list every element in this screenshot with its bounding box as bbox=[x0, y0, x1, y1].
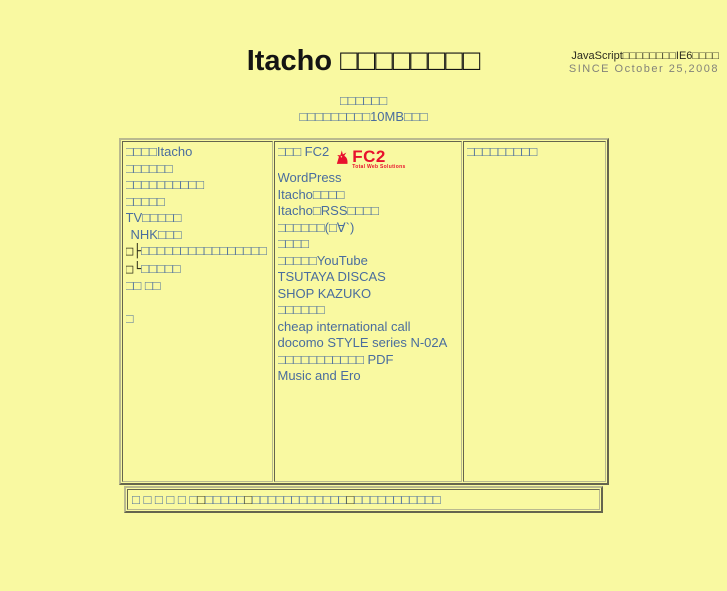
fc2-logo-tagline: Total Web Solutions bbox=[352, 164, 406, 171]
left-nav-link-9[interactable]: □□ □□ bbox=[125, 278, 161, 293]
left-nav-link-1[interactable]: □□□□Itacho bbox=[125, 144, 193, 159]
middle-nav-link-13[interactable]: □□□□□□□□□□□ PDF bbox=[277, 351, 394, 367]
right-bottom-link[interactable]: □□□□□□□□□ bbox=[466, 144, 538, 159]
middle-nav-link-8[interactable]: TSUTAYA DISCAS bbox=[277, 269, 386, 285]
middle-nav-link-3[interactable]: Itacho□□□□ bbox=[277, 186, 345, 202]
header-link-2[interactable]: □□□□□□□□□10MB□□□ bbox=[299, 109, 428, 124]
javascript-notice: JavaScript□□□□□□□□IE6□□□□ bbox=[571, 50, 719, 62]
left-nav-link-8[interactable]: □□□□□ bbox=[141, 260, 181, 276]
footer-links-cell: □ □ □ □ □ □□□□□□□□□□□□□□□□□□□□□□□□□□□□□□… bbox=[127, 489, 600, 510]
middle-nav-link-6[interactable]: □□□□ bbox=[277, 236, 309, 252]
spacer-line bbox=[126, 295, 269, 312]
middle-nav-link-7[interactable]: □□□□□YouTube bbox=[277, 252, 368, 268]
left-nav-link-4[interactable]: □□□□□ bbox=[125, 193, 165, 209]
middle-nav-link-2[interactable]: WordPress bbox=[277, 170, 342, 186]
fc2-logo-text: FC2 bbox=[352, 147, 386, 167]
left-nav-link-7[interactable]: □□□□□□□□□□□□□□□□ bbox=[141, 243, 267, 258]
footer-separator: □ bbox=[197, 492, 206, 507]
header-links: □□□□□□ □□□□□□□□□10MB□□□ bbox=[0, 93, 727, 125]
left-nav-link-5[interactable]: TV□□□□□ bbox=[125, 210, 182, 225]
fc2-unicorn-icon bbox=[337, 150, 348, 164]
left-nav-link-6[interactable]: NHK□□□ bbox=[130, 226, 182, 242]
footer-link-2[interactable]: □□□□□ bbox=[205, 492, 245, 507]
middle-nav-link-10[interactable]: □□□□□□ bbox=[277, 302, 325, 318]
middle-nav-link-1[interactable]: □□□ FC2 bbox=[277, 144, 330, 159]
middle-nav-link-14[interactable]: Music and Ero bbox=[277, 368, 361, 384]
tree-branch-end-icon: □└ bbox=[125, 261, 142, 277]
page-title: Itacho □□□□□□□□ bbox=[246, 45, 481, 77]
left-nav-cell: □□□□Itacho □□□□□□ □□□□□□□□□□ □□□□□ TV□□□… bbox=[121, 141, 273, 482]
middle-nav-link-4[interactable]: Itacho□RSS□□□□ bbox=[277, 203, 379, 219]
left-nav-link-10[interactable]: □ bbox=[125, 311, 134, 326]
right-cell: □□□□□□□□□ bbox=[462, 141, 606, 482]
header-link-1[interactable]: □□□□□□ bbox=[339, 93, 388, 108]
footer-link-1[interactable]: □ □ □ □ □ □ bbox=[132, 492, 198, 507]
footer-link-3[interactable]: □□□□□□□□□□□□ bbox=[252, 492, 347, 507]
tree-branch-icon: □├ bbox=[125, 244, 142, 259]
top-notice-block: JavaScript□□□□□□□□IE6□□□□ SINCE October … bbox=[569, 50, 719, 76]
footer-link-bar: □ □ □ □ □ □□□□□□□□□□□□□□□□□□□□□□□□□□□□□□… bbox=[124, 486, 603, 513]
left-nav-link-3[interactable]: □□□□□□□□□□ bbox=[125, 177, 205, 192]
since-date: SINCE October 25,2008 bbox=[568, 63, 719, 75]
middle-nav-link-9[interactable]: SHOP KAZUKO bbox=[277, 285, 372, 301]
footer-link-4[interactable]: □□□□□□□□□□□ bbox=[354, 492, 441, 507]
middle-nav-link-5[interactable]: □□□□□□(□∀`) bbox=[277, 219, 355, 235]
middle-nav-link-11[interactable]: cheap international call bbox=[277, 318, 411, 334]
footer-separator: □ bbox=[244, 492, 253, 507]
main-layout-table: □□□□Itacho □□□□□□ □□□□□□□□□□ □□□□□ TV□□□… bbox=[118, 138, 609, 485]
footer-separator: □ bbox=[346, 492, 355, 507]
left-nav-link-2[interactable]: □□□□□□ bbox=[125, 160, 173, 176]
middle-nav-link-12[interactable]: docomo STYLE series N-02A bbox=[277, 335, 448, 351]
